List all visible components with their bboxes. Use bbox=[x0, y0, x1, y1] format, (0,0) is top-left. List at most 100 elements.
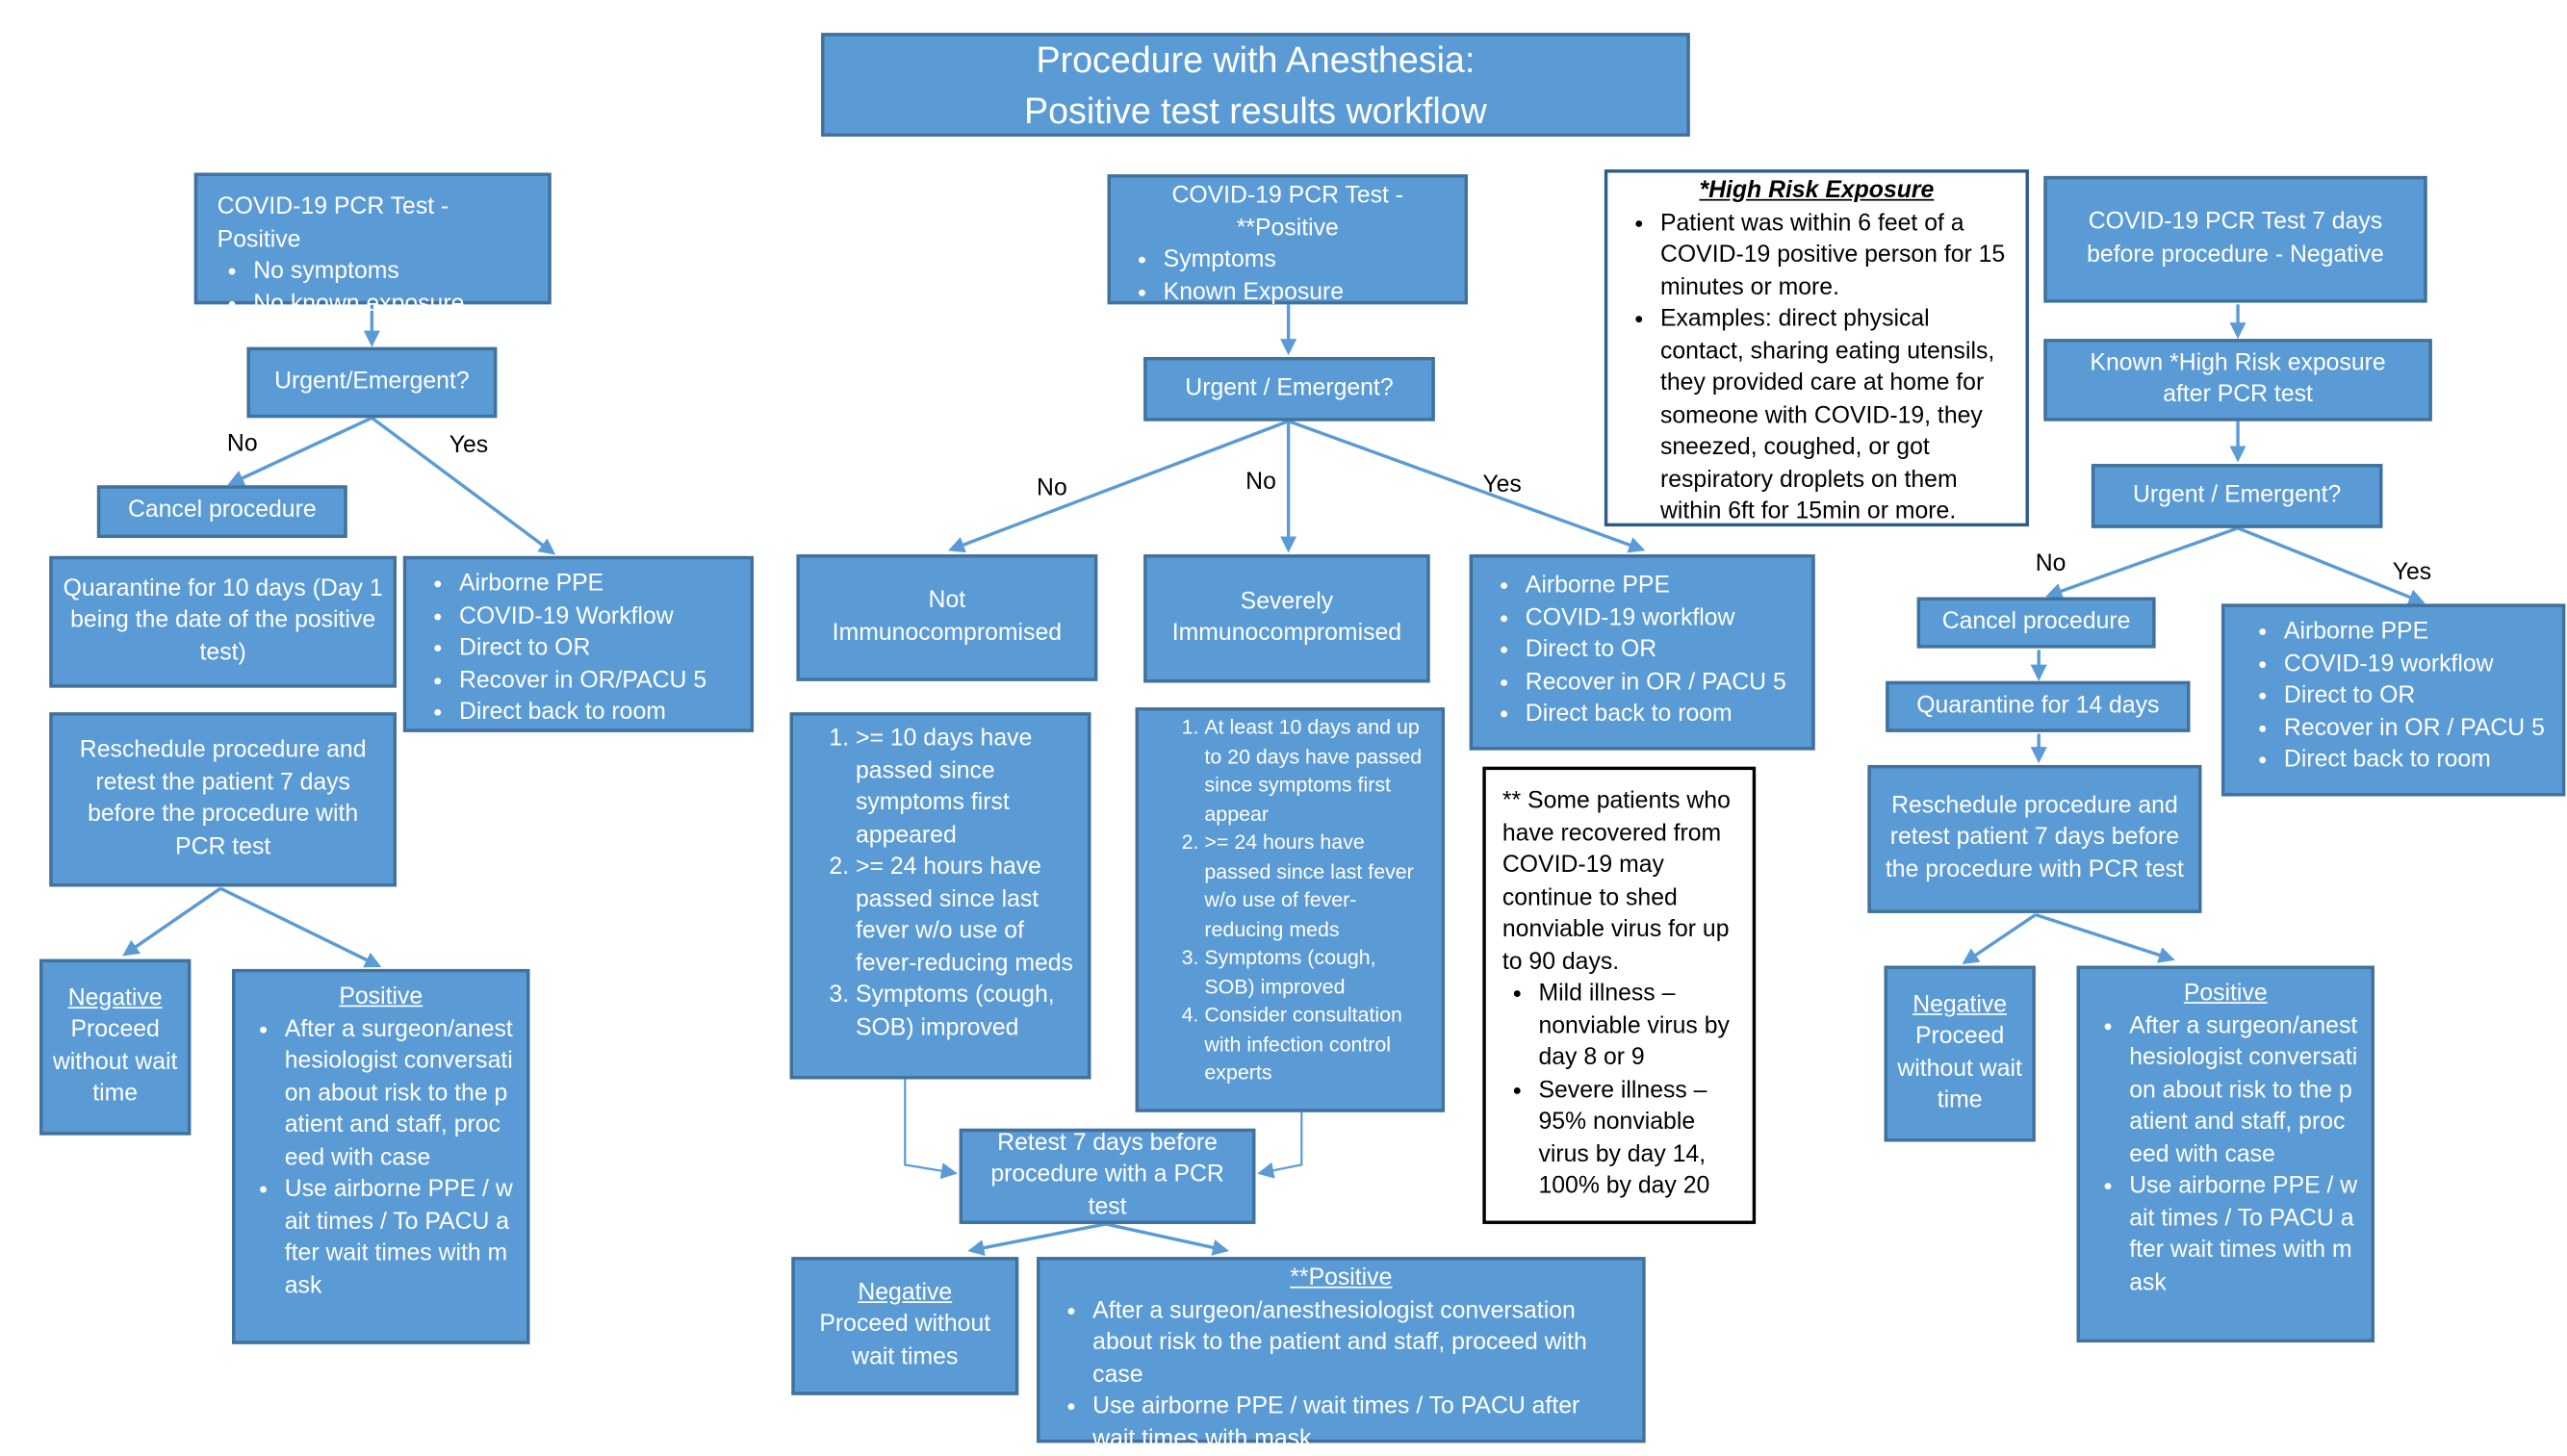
col2-positive-head: **Positive bbox=[1290, 1264, 1393, 1292]
col4-positive-bullet: After a surgeon/anesthesiologist convers… bbox=[2129, 1011, 2358, 1172]
col2-negative-body: Proceed without wait times bbox=[819, 1311, 991, 1370]
col1-quarantine-label: Quarantine for 10 days (Day 1 being the … bbox=[63, 575, 383, 666]
col4-reschedule-node: Reschedule procedure and retest patient … bbox=[1867, 764, 2202, 913]
col1-negative-head: Negative bbox=[67, 984, 163, 1011]
col2-severe-item: At least 10 days and up to 20 days have … bbox=[1204, 714, 1428, 830]
col4-negative-body: Proceed without wait time bbox=[1897, 1023, 2022, 1114]
col4-cancel-label: Cancel procedure bbox=[1941, 608, 2131, 635]
col2-start-bullets: Symptoms Known Exposure bbox=[1127, 245, 1448, 310]
high-risk-bullets: Patient was within 6 feet of a COVID-19 … bbox=[1624, 208, 2009, 528]
col1-label-yes: Yes bbox=[449, 432, 489, 459]
col4-positive-bullet: Use airborne PPE / wait times / To PACU … bbox=[2129, 1171, 2358, 1299]
col1-reschedule-node: Reschedule procedure and retest the pati… bbox=[49, 712, 398, 887]
col4-yes-item: Recover in OR / PACU 5 bbox=[2284, 713, 2546, 745]
col1-yes-item: Direct to OR bbox=[459, 633, 734, 665]
col2-start-title: COVID-19 PCR Test - **Positive bbox=[1171, 182, 1404, 242]
col2-yes-item: Recover in OR / PACU 5 bbox=[1526, 667, 1795, 699]
col2-yes-item: Direct back to room bbox=[1526, 700, 1795, 731]
col1-negative-node: Negative Proceed without wait time bbox=[39, 958, 192, 1136]
col4-label-yes: Yes bbox=[2392, 559, 2432, 586]
arrow-decision1-to-yes bbox=[371, 416, 556, 555]
col2-decision-label: Urgent / Emergent? bbox=[1185, 374, 1394, 401]
shedding-bullet: Mild illness – nonviable virus by day 8 … bbox=[1538, 979, 1735, 1075]
col1-negative-body: Proceed without wait time bbox=[52, 1016, 178, 1108]
col4-yes-item: COVID-19 workflow bbox=[2284, 649, 2546, 680]
col1-yes-list: Airborne PPE COVID-19 Workflow Direct to… bbox=[423, 570, 733, 730]
col2-retest-label: Retest 7 days before procedure with a PC… bbox=[990, 1130, 1224, 1221]
col4-quarantine-node: Quarantine for 14 days bbox=[1886, 680, 2191, 732]
col4-cancel-node: Cancel procedure bbox=[1916, 597, 2156, 649]
arrow-reschedule1-to-negative bbox=[122, 886, 222, 957]
col1-yes-item: COVID-19 Workflow bbox=[459, 601, 734, 633]
col2-positive-bullets: After a surgeon/anesthesiologist convers… bbox=[1057, 1295, 1627, 1456]
col2-not-immuno-item: Symptoms (cough, SOB) improved bbox=[856, 981, 1074, 1045]
col4-known-exposure-node: Known *High Risk exposure after PCR test bbox=[2043, 339, 2432, 421]
col1-yes-item: Airborne PPE bbox=[459, 570, 734, 601]
virus-shedding-note: ** Some patients who have recovered from… bbox=[1482, 766, 1757, 1224]
col2-label-yes: Yes bbox=[1482, 472, 1522, 499]
col2-label-no-left: No bbox=[1037, 475, 1067, 502]
arrow-retest-to-positive bbox=[1105, 1222, 1229, 1256]
col2-label-no-mid: No bbox=[1245, 469, 1276, 496]
col1-yes-node: Airborne PPE COVID-19 Workflow Direct to… bbox=[402, 555, 754, 732]
col2-positive-bullet: After a surgeon/anesthesiologist convers… bbox=[1092, 1295, 1626, 1392]
col2-yes-list: Airborne PPE COVID-19 workflow Direct to… bbox=[1489, 571, 1795, 731]
col4-positive-head: Positive bbox=[2183, 980, 2268, 1008]
col4-start-node: COVID-19 PCR Test 7 days before procedur… bbox=[2043, 175, 2427, 303]
col2-negative-node: Negative Proceed without wait times bbox=[791, 1257, 1019, 1395]
col1-positive-bullet: After a surgeon/anesthesiologist convers… bbox=[285, 1014, 514, 1175]
shedding-bullets: Mild illness – nonviable virus by day 8 … bbox=[1502, 979, 1736, 1203]
col1-decision-label: Urgent/Emergent? bbox=[274, 368, 470, 395]
arrow-not-immuno-to-retest bbox=[904, 1079, 958, 1180]
col4-quarantine-label: Quarantine for 14 days bbox=[1916, 692, 2160, 719]
col2-retest-node: Retest 7 days before procedure with a PC… bbox=[959, 1128, 1256, 1224]
col4-yes-node: Airborne PPE COVID-19 workflow Direct to… bbox=[2220, 603, 2566, 797]
arrow-severe-to-retest bbox=[1257, 1111, 1303, 1179]
col1-cancel-label: Cancel procedure bbox=[127, 497, 317, 524]
col2-not-immuno-node: Not Immunocompromised bbox=[796, 554, 1098, 681]
col2-severe-list: At least 10 days and up to 20 days have … bbox=[1152, 714, 1428, 1088]
col4-known-label: Known *High Risk exposure after PCR test bbox=[2090, 349, 2386, 408]
col4-yes-item: Airborne PPE bbox=[2284, 617, 2546, 649]
col1-label-no: No bbox=[226, 430, 258, 458]
col1-start-node: COVID-19 PCR Test - Positive No symptoms… bbox=[193, 172, 552, 317]
col4-positive-node: Positive After a surgeon/anesthesiologis… bbox=[2076, 965, 2374, 1343]
col1-yes-item: Direct back to room bbox=[459, 698, 734, 729]
col1-reschedule-label: Reschedule procedure and retest the pati… bbox=[79, 736, 367, 860]
col2-positive-node: **Positive After a surgeon/anesthesiolog… bbox=[1037, 1257, 1646, 1452]
col1-positive-bullet: Use airborne PPE / wait times / To PACU … bbox=[285, 1175, 514, 1303]
diagram-title: Procedure with Anesthesia: Positive test… bbox=[821, 33, 1690, 137]
arrow-reschedule4-to-negative bbox=[1962, 913, 2037, 965]
col2-not-immuno-item: >= 24 hours have passed since last fever… bbox=[856, 853, 1074, 981]
arrow-decision1-to-cancel bbox=[227, 416, 373, 486]
col4-label-no: No bbox=[2035, 550, 2066, 578]
col4-positive-bullets: After a surgeon/anesthesiologist convers… bbox=[2093, 1011, 2358, 1300]
col4-yes-item: Direct to OR bbox=[2284, 681, 2546, 713]
arrow-retest-to-negative bbox=[967, 1222, 1107, 1257]
col2-start-bullet: Symptoms bbox=[1164, 245, 1449, 277]
col2-severe-item: Consider consultation with infection con… bbox=[1204, 1002, 1428, 1088]
col2-decision-node: Urgent / Emergent? bbox=[1143, 356, 1435, 421]
col2-yes-node: Airborne PPE COVID-19 workflow Direct to… bbox=[1469, 554, 1815, 751]
title-line-2: Positive test results workflow bbox=[1024, 89, 1487, 131]
col2-not-immuno-item: >= 10 days have passed since symptoms fi… bbox=[856, 724, 1074, 852]
arrow-decision2-to-not-immuno bbox=[947, 420, 1290, 553]
col2-severe-immuno-node: Severely Immunocompromised bbox=[1143, 554, 1430, 683]
col1-quarantine-node: Quarantine for 10 days (Day 1 being the … bbox=[49, 555, 398, 688]
col1-start-title: COVID-19 PCR Test - Positive bbox=[217, 193, 449, 253]
title-line-1: Procedure with Anesthesia: bbox=[1036, 38, 1476, 80]
col4-decision-label: Urgent / Emergent? bbox=[2133, 481, 2342, 508]
col4-negative-node: Negative Proceed without wait time bbox=[1884, 965, 2036, 1142]
arrow-decision2-to-yes bbox=[1288, 420, 1646, 553]
col2-negative-head: Negative bbox=[858, 1279, 953, 1306]
arrow-decision4-to-cancel bbox=[2045, 526, 2239, 600]
shedding-bullet: Severe illness – 95% nonviable virus by … bbox=[1538, 1075, 1735, 1203]
col2-severe-criteria: At least 10 days and up to 20 days have … bbox=[1135, 707, 1446, 1112]
col2-positive-bullet: Use airborne PPE / wait times / To PACU … bbox=[1092, 1392, 1626, 1456]
high-risk-exposure-note: *High Risk Exposure Patient was within 6… bbox=[1604, 169, 2029, 528]
arrow-reschedule4-to-positive bbox=[2035, 912, 2175, 963]
high-risk-bullet: Patient was within 6 feet of a COVID-19 … bbox=[1660, 208, 2009, 304]
col2-severe-item: >= 24 hours have passed since last fever… bbox=[1204, 830, 1428, 945]
